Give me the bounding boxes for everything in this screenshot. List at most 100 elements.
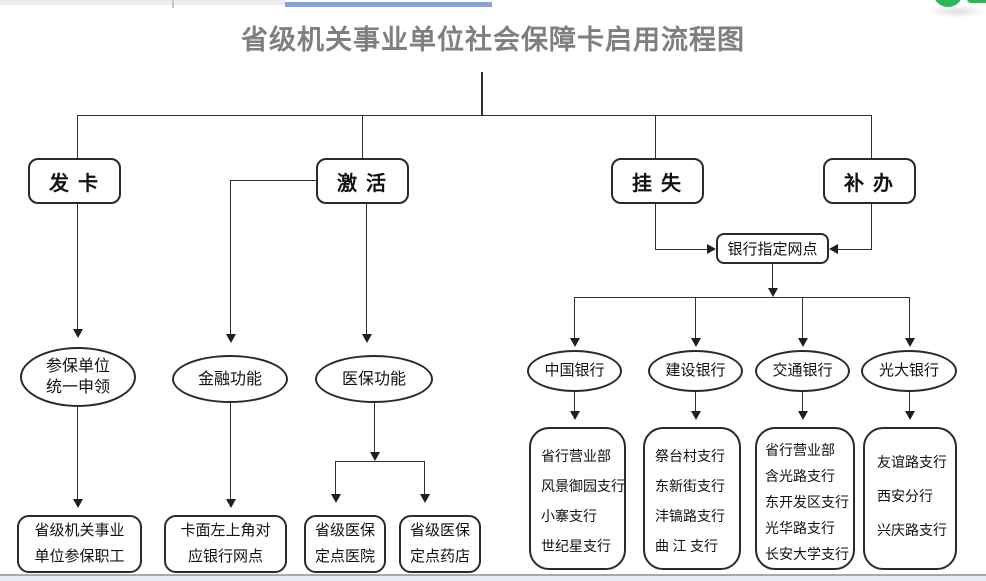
edge-drop-bocom — [802, 297, 803, 338]
arrowhead-loss-banknet — [707, 244, 716, 254]
pharmacy-line1: 省级医保 — [409, 523, 470, 539]
apply-line1: 参保单位 — [45, 358, 110, 375]
edge-ceb-branches — [909, 392, 910, 411]
node-bank-ceb: 光大银行 — [861, 350, 957, 392]
finance-label: 金融功能 — [197, 370, 262, 388]
card-line2: 应银行网点 — [187, 549, 263, 565]
arrowhead-bocom-branches — [797, 411, 808, 420]
arrowhead-staff — [72, 499, 83, 508]
edge-activate-finance-v — [230, 180, 231, 334]
green-widget-icon[interactable] — [933, 0, 963, 7]
edge-drop-issue — [77, 115, 78, 158]
bank-bocom-label: 交通银行 — [772, 362, 833, 379]
node-finance-ellipse: 金融功能 — [172, 355, 288, 403]
edge-ccb-branches — [695, 392, 696, 411]
node-replace-card-label: 补 办 — [844, 172, 895, 195]
arrowhead-replace-banknet — [829, 244, 838, 254]
arrowhead-splitter — [369, 452, 380, 461]
widget-shadow — [927, 5, 986, 18]
edge-splitter-hospital — [335, 461, 336, 494]
branch-item: 风景御园支行 — [541, 480, 625, 495]
edge-loss-down — [655, 204, 656, 249]
edge-distributor-horizontal — [574, 297, 910, 298]
arrowhead-medical — [361, 334, 372, 343]
edge-drop-ceb — [909, 297, 910, 338]
edge-drop-ccb — [695, 297, 696, 338]
branch-item: 祭台村支行 — [655, 450, 725, 465]
edge-drop-replace — [871, 115, 872, 158]
arrowhead-ceb-branches — [904, 411, 915, 420]
branch-item: 省行营业部 — [765, 444, 835, 459]
bank-ceb-label: 光大银行 — [878, 362, 939, 379]
edge-splitter-horizontal — [335, 461, 425, 462]
page-title: 省级机关事业单位社会保障卡启用流程图 — [241, 25, 745, 55]
arrowhead-card — [225, 499, 236, 508]
branch-item: 小寨支行 — [541, 510, 597, 525]
node-bank-bocom: 交通银行 — [755, 350, 850, 392]
bottom-scrollbar-strip[interactable] — [0, 576, 986, 581]
branch-item: 兴庆路支行 — [877, 524, 947, 539]
node-replace-card: 补 办 — [823, 158, 916, 204]
edge-bocom-branches — [802, 392, 803, 411]
branch-item: 光华路支行 — [765, 522, 835, 537]
edge-finance-card — [230, 403, 231, 499]
bank-boc-label: 中国银行 — [544, 362, 605, 379]
node-bank-network: 银行指定网点 — [716, 233, 829, 264]
node-issue-card: 发 卡 — [28, 158, 121, 204]
edge-activate-medical — [366, 204, 367, 334]
scroll-indicator-bar — [285, 2, 492, 7]
arrowhead-pharmacy — [419, 494, 430, 503]
node-card-corner-box: 卡面左上角对 应银行网点 — [164, 515, 287, 573]
node-report-loss-label: 挂 失 — [632, 172, 683, 195]
node-medical-ellipse: 医保功能 — [315, 355, 433, 403]
node-activate: 激 活 — [316, 158, 409, 204]
edge-drop-boc — [574, 297, 575, 338]
staff-line2: 单位参保职工 — [34, 549, 125, 565]
arrowhead-ceb — [904, 338, 915, 347]
branch-item: 东开发区支行 — [765, 496, 849, 511]
branch-item: 友谊路支行 — [877, 456, 947, 471]
branch-list-ccb: 祭台村支行 东新街支行 沣镐路支行 曲 江 支行 — [643, 427, 741, 570]
arrowhead-hospital — [330, 494, 341, 503]
edge-root-vertical — [481, 72, 483, 115]
hospital-line1: 省级医保 — [314, 523, 375, 539]
edge-main-horizontal — [77, 115, 872, 116]
bank-network-label: 银行指定网点 — [727, 242, 818, 258]
branch-list-ceb: 友谊路支行 西安分行 兴庆路支行 — [863, 427, 957, 570]
branch-item: 曲 江 支行 — [655, 540, 718, 555]
branch-item: 世纪星支行 — [541, 540, 611, 555]
card-line1: 卡面左上角对 — [180, 523, 271, 539]
edge-loss-right — [655, 249, 707, 250]
node-activate-label: 激 活 — [337, 172, 388, 195]
edge-medical-splitter — [374, 403, 375, 452]
arrowhead-distributor — [767, 288, 778, 297]
green-widget-badge-icon[interactable] — [967, 0, 986, 3]
edge-drop-activate — [362, 115, 363, 158]
node-apply-ellipse: 参保单位 统一申领 — [20, 347, 136, 407]
node-staff-box: 省级机关事业 单位参保职工 — [17, 515, 142, 573]
node-report-loss: 挂 失 — [611, 158, 704, 204]
edge-apply-staff — [77, 407, 78, 499]
branch-item: 沣镐路支行 — [655, 510, 725, 525]
hospital-line2: 定点医院 — [314, 549, 375, 565]
branch-item: 西安分行 — [877, 490, 933, 505]
edge-boc-branches — [574, 392, 575, 411]
top-edge-strip — [0, 0, 285, 5]
arrowhead-ccb — [690, 338, 701, 347]
pharmacy-line2: 定点药店 — [409, 549, 470, 565]
edge-splitter-pharmacy — [424, 461, 425, 494]
arrowhead-finance — [225, 334, 236, 343]
arrowhead-bocom — [797, 338, 808, 347]
edge-replace-left — [838, 249, 872, 250]
branch-item: 含光路支行 — [765, 470, 835, 485]
branch-item: 省行营业部 — [541, 450, 611, 465]
bank-ccb-label: 建设银行 — [665, 362, 726, 379]
edge-issue-apply — [77, 204, 78, 329]
arrowhead-boc — [569, 338, 580, 347]
node-bank-ccb: 建设银行 — [648, 350, 743, 392]
node-issue-card-label: 发 卡 — [49, 172, 100, 195]
arrowhead-ccb-branches — [690, 411, 701, 420]
branch-list-boc: 省行营业部 风景御园支行 小寨支行 世纪星支行 — [529, 427, 626, 570]
bottom-window-edge — [0, 574, 986, 576]
